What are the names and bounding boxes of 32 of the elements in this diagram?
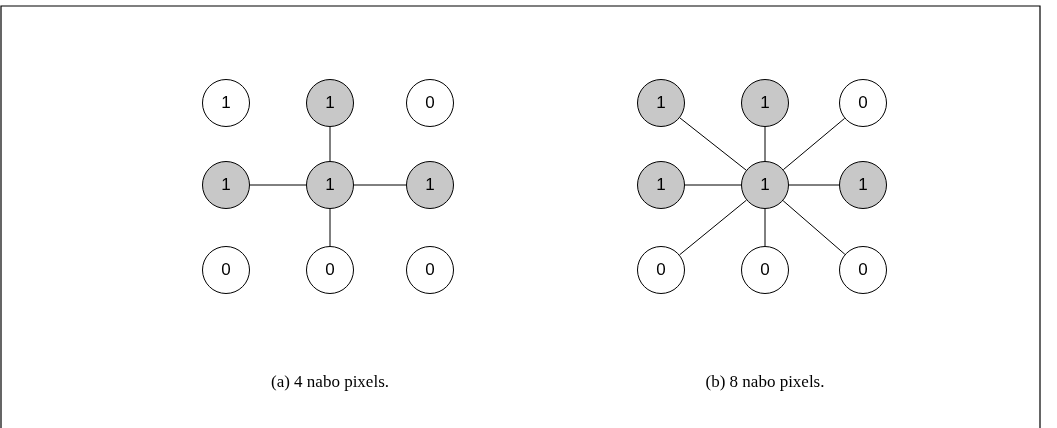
- pixel-circle: 1: [202, 161, 250, 209]
- subfigure-caption: (a) 4 nabo pixels.: [271, 372, 389, 392]
- connector-line: [329, 126, 331, 162]
- pixel-circle: 0: [637, 246, 685, 294]
- pixel-circle: 1: [406, 161, 454, 209]
- connector-line: [353, 184, 407, 186]
- connector-line: [329, 208, 331, 247]
- connector-line: [782, 117, 846, 171]
- pixel-circle: 1: [839, 161, 887, 209]
- connector-line: [679, 199, 747, 256]
- subfigure-caption: (b) 8 nabo pixels.: [705, 372, 825, 392]
- connector-line: [782, 200, 846, 255]
- pixel-circle: 0: [839, 246, 887, 294]
- pixel-circle: 1: [741, 79, 789, 127]
- connector-line: [249, 184, 307, 186]
- pixel-circle: 0: [306, 246, 354, 294]
- pixel-circle: 1: [637, 161, 685, 209]
- connector-line: [679, 117, 747, 171]
- pixel-circle: 0: [741, 246, 789, 294]
- pixel-circle: 1: [202, 79, 250, 127]
- pixel-circle: 0: [406, 79, 454, 127]
- pixel-circle: 1: [637, 79, 685, 127]
- pixel-circle: 1: [741, 161, 789, 209]
- pixel-circle: 0: [406, 246, 454, 294]
- pixel-circle: 1: [306, 79, 354, 127]
- pixel-circle: 0: [202, 246, 250, 294]
- connector-line: [684, 184, 742, 186]
- connector-line: [764, 126, 766, 162]
- pixel-circle: 0: [839, 79, 887, 127]
- pixel-circle: 1: [306, 161, 354, 209]
- connector-line: [788, 184, 840, 186]
- connector-line: [764, 208, 766, 247]
